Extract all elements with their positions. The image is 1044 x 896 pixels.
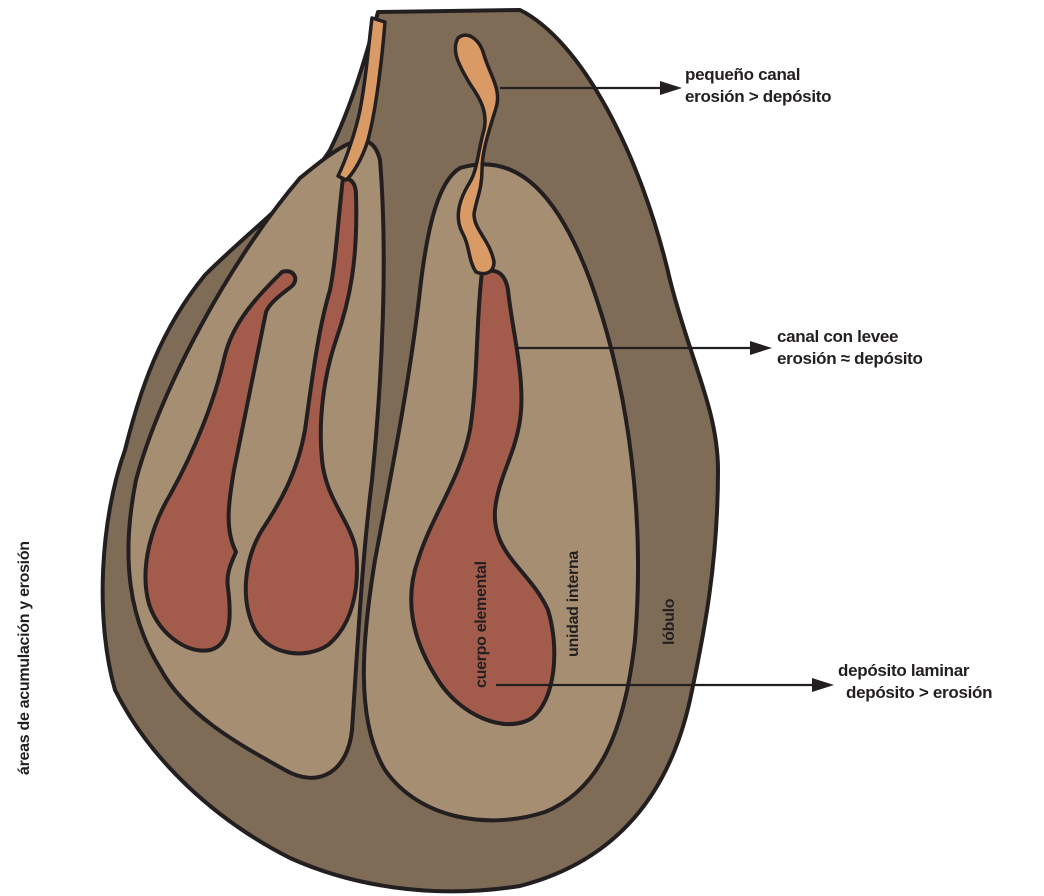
callout-1-line2: erosión > depósito: [685, 87, 831, 106]
side-label: áreas de acumulación y erosión: [16, 541, 33, 775]
callout-1-label: pequeño canal erosión > depósito: [685, 65, 831, 106]
callout-3-label: depósito laminar depósito > erosión: [838, 661, 992, 702]
callout-1-line1: pequeño canal: [685, 65, 800, 84]
callout-2-label: canal con levee erosión ≈ depósito: [777, 327, 923, 368]
internal-unit-label: unidad interna: [565, 551, 582, 657]
callout-2-line2: erosión ≈ depósito: [777, 349, 923, 368]
elementary-body-label: cuerpo elemental: [473, 561, 490, 688]
callout-3-line2: depósito > erosión: [846, 683, 992, 702]
callout-2-line1: canal con levee: [777, 327, 898, 346]
lobe-label: lóbulo: [661, 598, 678, 645]
callout-3-line1: depósito laminar: [838, 661, 970, 680]
